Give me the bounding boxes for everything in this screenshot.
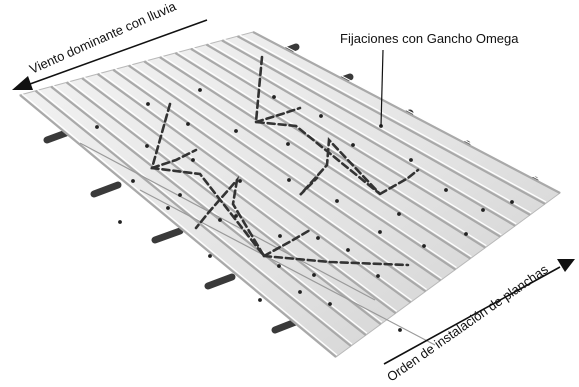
fixing-dot — [131, 179, 135, 183]
fixing-dot — [218, 218, 222, 222]
fixing-dot — [95, 125, 99, 129]
fixing-dot — [146, 102, 150, 106]
panel-rib-highlight — [51, 84, 368, 334]
panel-rib — [81, 77, 397, 315]
fixing-dot — [198, 88, 202, 92]
panel-rib-highlight — [253, 29, 562, 192]
fixing-dot — [351, 143, 355, 147]
fixing-dot — [346, 248, 350, 252]
fixing-dot — [397, 212, 401, 216]
fixing-dot — [510, 200, 514, 204]
purlin-end — [90, 181, 122, 198]
fixing-dot — [191, 158, 195, 162]
fixing-dot — [286, 142, 290, 146]
panel-rib-highlight — [67, 79, 383, 323]
fixing-dot — [277, 264, 281, 268]
fixing-dot — [312, 273, 316, 277]
fixing-dot — [298, 290, 302, 294]
panel-rib-highlight — [113, 67, 427, 290]
fixing-dot — [328, 302, 332, 306]
panel-rib — [221, 39, 531, 216]
installation-path-lower-links — [150, 148, 198, 170]
sheet-overlaps — [79, 142, 436, 346]
fixing-dot — [409, 158, 413, 162]
panel-rib — [143, 60, 457, 271]
installation-path-tail — [262, 254, 410, 267]
fixing-dot — [186, 122, 190, 126]
purlin-end — [43, 129, 70, 144]
installation-path — [150, 55, 420, 267]
panel-rib-highlight — [144, 58, 457, 269]
fixing-dot — [319, 114, 323, 118]
fixing-dot — [316, 236, 320, 240]
fixings-leader-line — [380, 49, 384, 127]
installation-path-lower-right — [262, 228, 312, 258]
sheet-overlap-line — [79, 142, 376, 301]
panel-rib — [159, 56, 471, 260]
fixing-dot — [258, 298, 262, 302]
fixing-dot — [335, 199, 339, 203]
panel-rib — [236, 35, 546, 205]
panel-rib — [19, 94, 337, 358]
sheet-overlap-line — [139, 189, 436, 346]
fixing-dot — [378, 230, 382, 234]
panel-rib-highlight — [176, 50, 487, 247]
installation-path-lower — [150, 102, 266, 257]
installation-path-upper-right — [378, 168, 420, 196]
fixing-dot — [376, 274, 380, 278]
installation-path-upper-links — [254, 106, 302, 124]
panel-rib-highlight — [238, 33, 547, 203]
panel-rib — [65, 81, 382, 326]
fixings-label: Fijaciones con Gancho Omega — [340, 31, 519, 46]
panel-rib-highlight — [129, 63, 442, 279]
fixing-dot — [481, 208, 485, 212]
fixing-dot — [145, 144, 149, 148]
panel-rib — [205, 43, 516, 227]
panel-rib-highlight — [191, 46, 502, 236]
installation-path-upper — [254, 55, 381, 196]
fixing-dot — [178, 193, 182, 197]
panel-rib-highlight — [20, 92, 338, 356]
fixing-dot — [118, 220, 122, 224]
fixing-dot — [444, 188, 448, 192]
panel-rib — [190, 47, 501, 238]
panel-ribs — [19, 29, 562, 358]
panel-rib-highlight — [36, 88, 353, 345]
purlin-end — [151, 227, 184, 244]
fixing-points — [95, 88, 514, 332]
fixing-dot — [272, 95, 276, 99]
fixing-dot — [422, 244, 426, 248]
fixing-dot — [278, 234, 282, 238]
panel-rib-highlight — [160, 54, 472, 258]
panel-rib — [174, 52, 486, 249]
fixing-dot — [234, 214, 238, 218]
fixing-dot — [234, 129, 238, 133]
fixing-dot — [287, 178, 291, 182]
purlin-end — [204, 273, 236, 290]
fixing-dot — [398, 328, 402, 332]
fixing-dot — [166, 206, 170, 210]
arrow-left-icon — [12, 19, 208, 90]
arrow-right-icon — [383, 259, 575, 365]
panel-rib — [112, 68, 427, 293]
panel-rib-highlight — [82, 75, 398, 312]
panel-rib-highlight — [222, 37, 532, 214]
panel-rib — [128, 64, 442, 282]
fixing-dot — [208, 254, 212, 258]
panel-rib-highlight — [207, 42, 517, 225]
roof-panel — [18, 29, 562, 358]
fixing-dot — [464, 232, 468, 236]
panel-rib — [252, 31, 561, 194]
fixings-annotation: Fijaciones con Gancho Omega — [340, 31, 519, 127]
fixing-dot — [238, 179, 242, 183]
